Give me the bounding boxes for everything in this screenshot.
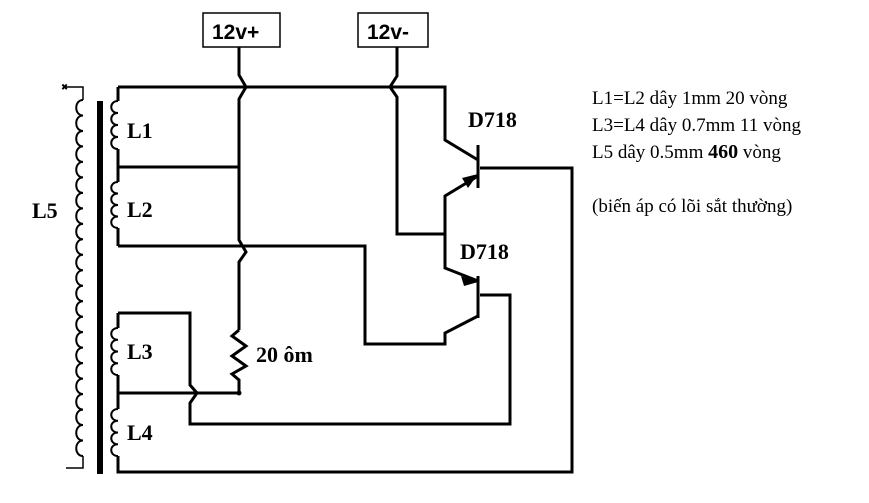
notes-block: L1=L2 dây 1mm 20 vòng L3=L4 dây 0.7mm 11…	[592, 88, 801, 217]
note-line-3-turns: 460	[708, 141, 738, 163]
label-resistor: 20 ôm	[256, 342, 313, 367]
coil-l5: ×	[61, 81, 84, 469]
note-line-4: (biến áp có lõi sắt thường)	[592, 196, 792, 217]
label-l2: L2	[127, 197, 153, 222]
transistor-q2	[461, 276, 480, 318]
wire-l1-top-rail	[118, 85, 479, 162]
terminal-12v-negative-label: 12v-	[367, 21, 409, 44]
note-line-1: L1=L2 dây 1mm 20 vòng	[592, 88, 788, 109]
terminal-12v-negative: 12v-	[357, 12, 429, 48]
label-l4: L4	[127, 420, 153, 445]
transistor-q1	[443, 145, 480, 234]
wire-positive-feed	[237, 47, 248, 330]
label-l5: L5	[32, 198, 58, 223]
note-line-2: L3=L4 dây 0.7mm 11 vòng	[592, 115, 801, 136]
wire-l2-bottom	[118, 244, 479, 346]
note-line-3-prefix: L5 dây 0.5mm	[592, 142, 704, 163]
label-l1: L1	[127, 118, 153, 143]
wire-negative-feed	[388, 47, 445, 236]
label-q1: D718	[468, 107, 517, 132]
emitter-arrow-icon	[462, 174, 478, 188]
wire-emitter-link	[443, 234, 479, 283]
note-line-3: L5 dây 0.5mm 460 vòng	[592, 141, 781, 163]
note-line-3-suffix: vòng	[743, 142, 782, 163]
label-l3: L3	[127, 339, 153, 364]
terminal-mark-icon: ×	[62, 82, 67, 92]
coil-l1	[110, 87, 120, 167]
coil-l4	[110, 166, 574, 474]
resistor	[229, 328, 249, 393]
coil-l3	[110, 293, 512, 426]
transformer-core	[97, 101, 103, 474]
label-q2: D718	[460, 239, 509, 264]
terminal-12v-positive: 12v+	[202, 12, 281, 48]
terminal-12v-positive-label: 12v+	[212, 21, 259, 44]
emitter-arrow-icon	[461, 276, 478, 286]
coil-l2	[110, 167, 120, 246]
